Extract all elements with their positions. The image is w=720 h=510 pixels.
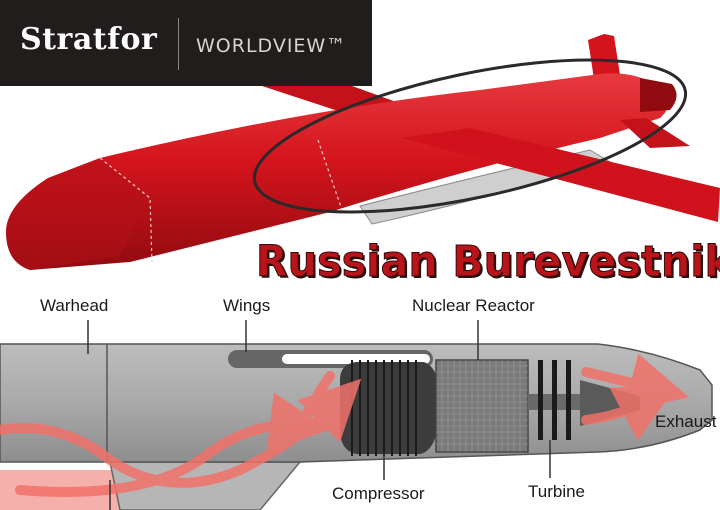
label-nuclear-reactor: Nuclear Reactor [412, 296, 535, 315]
missile-body [6, 73, 668, 270]
missile-illustration [6, 34, 720, 270]
cutaway-diagram [0, 320, 713, 510]
logo-brand-text: Stratfor [20, 22, 158, 57]
compressor-block [340, 362, 440, 454]
logo-product-text: WORLDVIEW™ [196, 35, 347, 57]
label-compressor: Compressor [332, 484, 425, 503]
label-warhead: Warhead [40, 296, 109, 315]
engine-highlight-ellipse [252, 58, 688, 214]
stratfor-logo: Stratfor WORLDVIEW™ [0, 0, 372, 86]
leader-lines [87, 320, 551, 510]
reactor-grid [436, 360, 528, 452]
airflow-arrows [0, 353, 690, 497]
label-exhaust: Exhaust [655, 412, 717, 431]
diagram-title: Russian Burevestnik [255, 235, 720, 287]
turbine-blades [538, 360, 571, 440]
nuclear-reactor-core [435, 359, 529, 453]
logo-divider [178, 18, 179, 70]
label-wings: Wings [223, 296, 271, 315]
label-turbine: Turbine [528, 482, 586, 501]
